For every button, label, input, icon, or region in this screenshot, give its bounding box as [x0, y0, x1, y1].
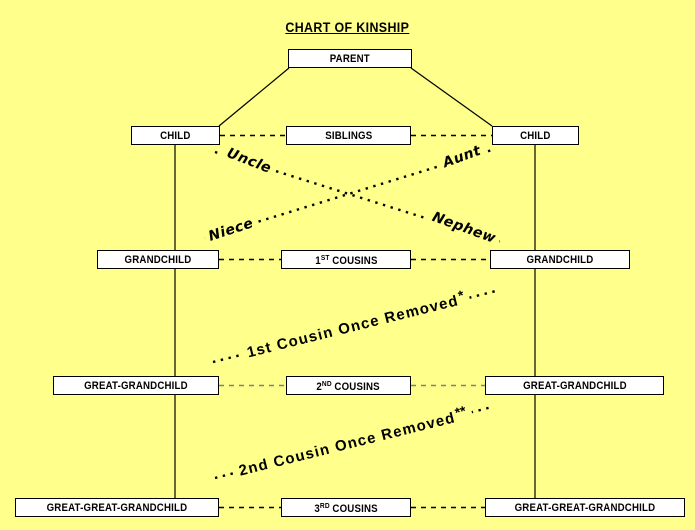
great-great-grandchild-right-box-label: GREAT-GREAT-GRANDCHILD	[514, 501, 656, 514]
great-grandchild-left-box: GREAT-GRANDCHILD	[53, 376, 219, 395]
dotted-relation-lines	[204, 148, 506, 480]
great-grandchild-right-box-label: GREAT-GRANDCHILD	[522, 379, 627, 392]
parent-box: PARENT	[288, 49, 412, 68]
parent-to-right-child-line	[410, 67, 493, 127]
grandchild-left-box: GRANDCHILD	[97, 250, 219, 269]
chart-title-text: CHART OF KINSHIP	[285, 20, 410, 35]
parent-to-left-child-line	[218, 67, 290, 127]
great-great-grandchild-left-box: GREAT-GREAT-GRANDCHILD	[15, 498, 219, 517]
chart-title: CHART OF KINSHIP	[0, 20, 695, 35]
siblings-box: SIBLINGS	[286, 126, 411, 145]
great-great-grandchild-right-box: GREAT-GREAT-GRANDCHILD	[485, 498, 685, 517]
parent-box-label: PARENT	[329, 52, 371, 65]
child-right-box: CHILD	[492, 126, 579, 145]
child-left-box: CHILD	[131, 126, 220, 145]
great-grandchild-left-box-label: GREAT-GRANDCHILD	[84, 379, 188, 392]
grandchild-right-box-label: GRANDCHILD	[526, 253, 594, 266]
great-grandchild-right-box: GREAT-GRANDCHILD	[485, 376, 664, 395]
child-right-box-label: CHILD	[520, 129, 551, 142]
grandchild-left-box-label: GRANDCHILD	[124, 253, 192, 266]
grandchild-right-box: GRANDCHILD	[490, 250, 630, 269]
solid-lines	[174, 67, 536, 498]
dashed-lines	[219, 134, 492, 509]
great-great-grandchild-left-box-label: GREAT-GREAT-GRANDCHILD	[46, 501, 188, 514]
siblings-box-label: SIBLINGS	[324, 129, 373, 142]
child-left-box-label: CHILD	[160, 129, 191, 142]
